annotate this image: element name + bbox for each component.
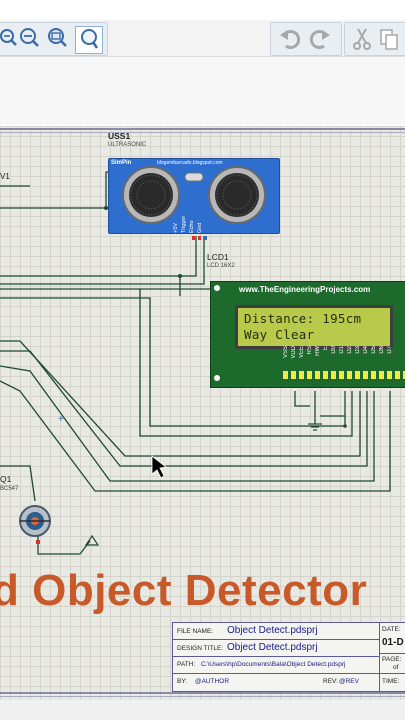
lcd-pin-labels: VSS VDD VEE RS RW E D0 D1 D2 D3 D4 D5 D6… [283, 346, 405, 368]
cut-icon[interactable] [349, 26, 375, 52]
pin-label: Echo [189, 220, 195, 233]
pin-label: E [323, 346, 329, 351]
lcd-url: www.TheEngineeringProjects.com [239, 285, 371, 294]
bottom-strip [0, 700, 405, 720]
transistor-icon[interactable] [18, 504, 54, 540]
schematic-canvas[interactable]: + V1 USS1 ULTRASONIC SimPin blogembarcad… [0, 126, 405, 700]
author-value: @AUTHOR [195, 678, 230, 685]
history-toolbar-group [270, 22, 342, 56]
lcd-model: LCD 16X2 [207, 263, 235, 269]
pin-label: D5 [371, 346, 377, 354]
lcd-line-1: Distance: 195cm [244, 311, 362, 326]
pin-label: VEE [299, 346, 305, 359]
toolbar [0, 20, 405, 57]
pin-label: D3 [355, 346, 361, 354]
zoom-toolbar-group [0, 22, 108, 56]
pin-label: RS [307, 346, 313, 355]
path-label: PATH: [177, 661, 196, 668]
redo-icon[interactable] [307, 26, 333, 52]
ultrasonic-sensor[interactable]: SimPin blogembarcado.blogspot.com +5V Tr… [108, 158, 280, 234]
page-of-label: of [393, 664, 399, 671]
pin-label: Trigger [181, 215, 187, 233]
wires: + [0, 171, 391, 555]
lcd-pin-header [283, 371, 405, 379]
transducer-icon [122, 166, 266, 224]
date-value: 01-D [382, 637, 404, 648]
pin-label: D6 [379, 346, 385, 354]
date-label: DATE: [382, 626, 401, 633]
lcd-ref: LCD1 [207, 252, 229, 262]
sensor-type: ULTRASONIC [108, 142, 147, 148]
copy-icon[interactable] [377, 26, 403, 52]
path-value: C:\Users\hp\Documents\Bala\Object Detect… [201, 661, 346, 668]
pin-label: VSS [283, 346, 289, 359]
transistor-model: BC547 [0, 486, 19, 492]
zoom-in-icon[interactable] [0, 26, 25, 52]
pin-label: VDD [291, 346, 297, 359]
mount-hole-icon [214, 285, 220, 291]
transistor-ref: Q1 [0, 474, 12, 484]
undo-icon[interactable] [277, 26, 303, 52]
pin-label: +5V [173, 223, 179, 233]
pin-label: D2 [347, 346, 353, 354]
edit-toolbar-group [344, 22, 405, 56]
pin-label: D0 [331, 346, 337, 354]
sheet-border-bottom [0, 692, 405, 694]
zoom-out-icon[interactable] [17, 26, 43, 52]
sensor-url: blogembarcado.blogspot.com [157, 160, 223, 166]
svg-text:+: + [58, 414, 64, 425]
by-label: BY: [177, 678, 188, 685]
time-label: TIME: [382, 678, 400, 685]
lcd-line-2: Way Clear [244, 327, 315, 342]
file-name-value: Object Detect.pdsprj [227, 625, 318, 636]
pin-label: D1 [339, 346, 345, 354]
top-strip [0, 0, 405, 20]
pin-label: D4 [363, 346, 369, 354]
sensor-ref: USS1 [108, 131, 131, 141]
file-name-label: FILE NAME: [177, 628, 214, 635]
empty-panel [0, 57, 405, 125]
sensor-pins: +5V Trigger Echo Gnd [173, 203, 217, 233]
pin-label: D7 [387, 346, 393, 354]
sensor-pin-markers [192, 236, 208, 242]
sheet-border-top [0, 128, 405, 130]
design-title-label: DESIGN TITLE: [177, 645, 224, 652]
pin-label: Gnd [197, 222, 203, 233]
sheet-border-bottom-inner [0, 696, 405, 697]
lcd-screen: Distance: 195cm Way Clear [235, 305, 393, 349]
design-title-value: Object Detect.pdsprj [227, 642, 318, 653]
title-block: FILE NAME: Object Detect.pdsprj DESIGN T… [172, 622, 405, 692]
mount-hole-icon [214, 375, 220, 381]
partial-component-ref: V1 [0, 172, 10, 181]
lcd-module[interactable]: www.TheEngineeringProjects.com Distance:… [210, 281, 405, 388]
rev-label: REV: [323, 678, 338, 685]
sensor-brand: SimPin [111, 160, 132, 166]
rev-value: @REV [339, 678, 359, 685]
page-label: PAGE: [382, 656, 402, 663]
zoom-area-icon[interactable] [75, 26, 103, 54]
pin-marker [36, 540, 40, 544]
pin-label: RW [315, 346, 321, 356]
project-title: d Object Detector [0, 566, 368, 615]
sheet-border-top-inner [0, 132, 405, 133]
zoom-fit-icon[interactable] [45, 26, 71, 52]
